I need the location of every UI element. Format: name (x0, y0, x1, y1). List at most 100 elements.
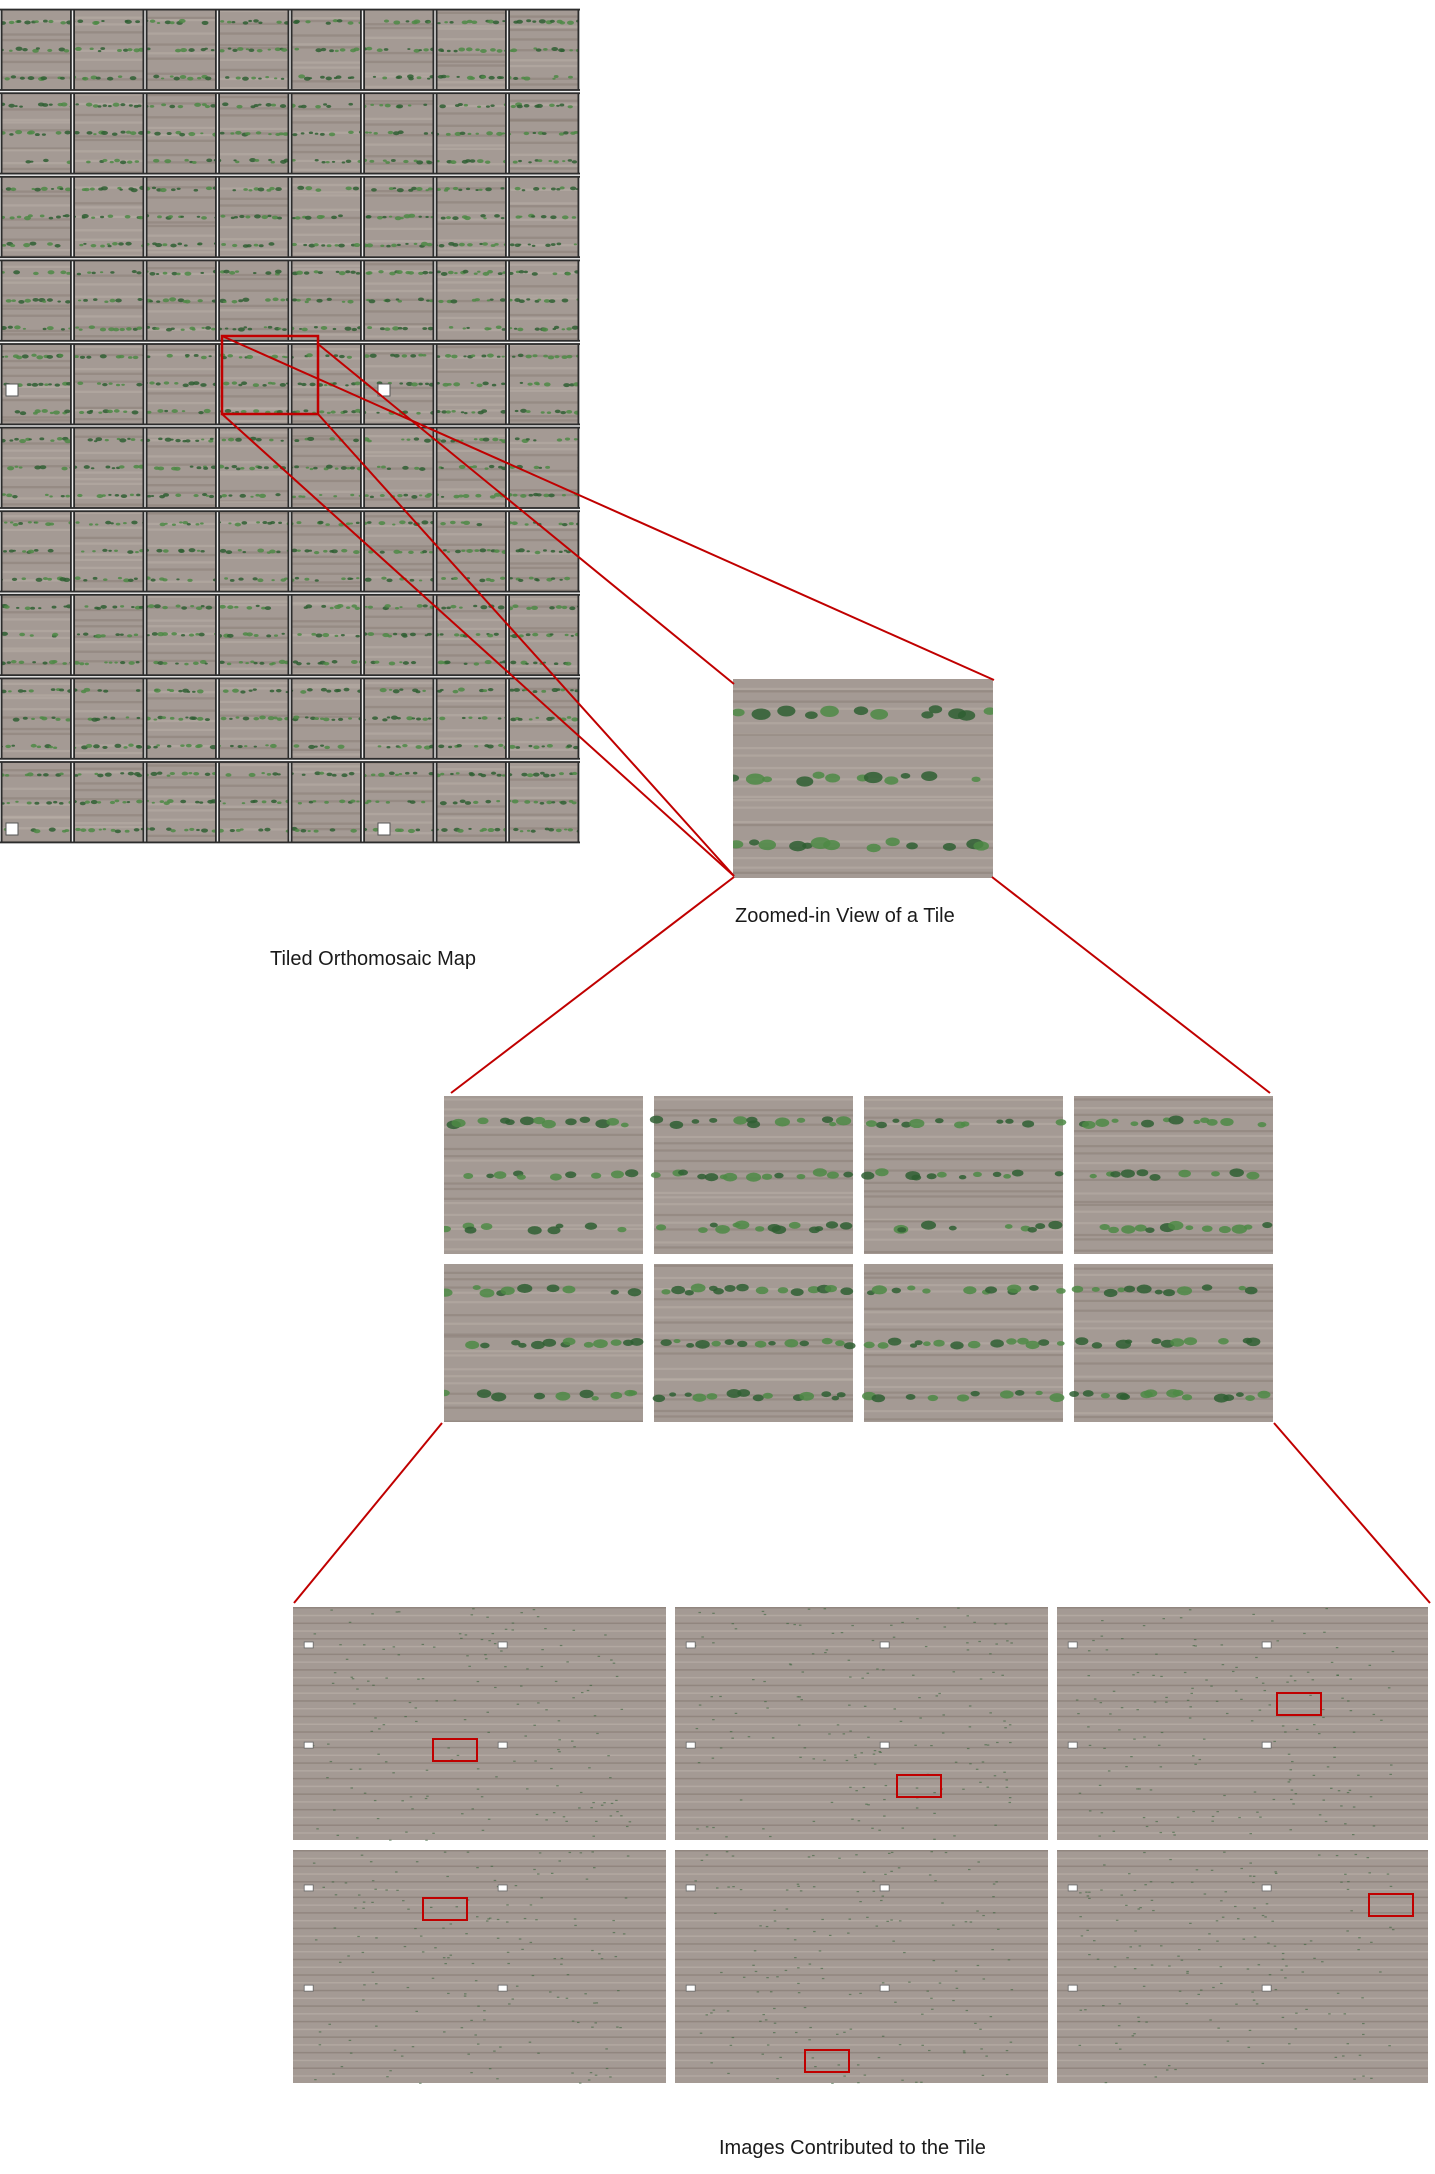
plant-mark (982, 2075, 985, 2076)
plant-mark (501, 1287, 515, 1295)
plant-mark (492, 1633, 495, 1634)
plant-mark (477, 1768, 480, 1769)
plant-mark (520, 494, 526, 498)
plant-mark (377, 1754, 380, 1755)
plant-mark (473, 1285, 481, 1290)
soil-stripe (73, 452, 146, 454)
plant-mark (201, 828, 208, 832)
plant-mark (922, 1289, 930, 1294)
plant-mark (1370, 1942, 1373, 1943)
plant-mark (30, 161, 34, 163)
soil-stripe (145, 776, 218, 778)
plant-mark (352, 328, 358, 331)
plant-mark (108, 382, 112, 385)
plant-mark (1137, 1672, 1140, 1673)
plant-mark (245, 662, 249, 664)
plant-mark (1103, 1748, 1106, 1749)
plant-mark (797, 1118, 805, 1123)
soil-stripe (654, 1136, 853, 1138)
plant-mark (1139, 1945, 1142, 1946)
soil-stripe (435, 479, 508, 481)
plant-mark (528, 745, 532, 747)
plant-mark (356, 800, 359, 802)
plant-mark (157, 215, 162, 218)
grid-line (0, 425, 580, 426)
plant-mark (444, 660, 450, 664)
plant-mark (353, 1703, 356, 1704)
plant-mark (162, 632, 168, 636)
plant-mark (1347, 1792, 1350, 1793)
plant-mark (1119, 2003, 1122, 2004)
plant-mark (591, 1173, 601, 1179)
plant-mark (864, 772, 883, 783)
plant-mark (1186, 2003, 1189, 2004)
zoomed-tile-svg (733, 679, 993, 878)
plant-mark (840, 1287, 853, 1295)
ortho-tile (0, 259, 73, 343)
plant-mark (918, 1697, 921, 1698)
plant-mark (372, 1685, 375, 1686)
plant-mark (43, 20, 48, 23)
plant-mark (930, 1998, 933, 1999)
plant-mark (563, 383, 570, 387)
plant-mark (315, 188, 321, 191)
plant-mark (235, 523, 241, 527)
plant-mark (1132, 1674, 1135, 1675)
plant-mark (428, 717, 432, 719)
plant-mark (220, 20, 224, 23)
soil-stripe (363, 455, 436, 457)
plant-mark (338, 523, 344, 526)
soil-stripe (363, 706, 436, 708)
soil-stripe (363, 52, 436, 54)
plant-mark (1126, 1957, 1129, 1958)
plant-mark (149, 300, 153, 302)
plant-mark (416, 690, 421, 693)
plant-mark (1238, 1817, 1241, 1818)
plant-mark (867, 844, 881, 852)
plant-mark (269, 439, 274, 442)
plant-mark (453, 187, 458, 190)
plant-mark (527, 383, 532, 386)
plant-mark (311, 633, 316, 636)
soil-stripe (435, 835, 508, 837)
plant-mark (89, 410, 93, 412)
plant-mark (458, 189, 462, 191)
soil-stripe (675, 1716, 1048, 1718)
soil-stripe (675, 1739, 1048, 1741)
plant-mark (205, 326, 211, 330)
plant-mark (1076, 1699, 1079, 1700)
plant-mark (48, 549, 54, 553)
soil-stripe (508, 202, 581, 204)
plant-mark (254, 662, 258, 664)
soil-stripe (290, 544, 363, 546)
plant-mark (611, 1171, 624, 1179)
plant-mark (464, 663, 468, 665)
plant-mark (863, 1787, 866, 1788)
plant-mark (9, 50, 13, 52)
plant-mark (440, 467, 443, 469)
soil-stripe (73, 315, 146, 317)
soil-stripe (290, 642, 363, 644)
plant-mark (47, 578, 52, 581)
plant-mark (535, 328, 540, 331)
plant-mark (464, 216, 471, 220)
plant-mark (192, 328, 196, 330)
plant-mark (1088, 1898, 1091, 1899)
plant-mark (841, 1632, 844, 1633)
plant-mark (122, 801, 126, 804)
ortho-tile (360, 510, 436, 594)
plant-mark (942, 1732, 945, 1733)
plant-mark (467, 1852, 470, 1853)
plant-mark (535, 1919, 538, 1920)
plant-mark (1255, 1677, 1258, 1678)
plant-mark (178, 690, 182, 692)
plant-mark (401, 439, 404, 441)
grid-line (0, 676, 580, 677)
soil-stripe (435, 644, 508, 646)
plant-mark (268, 242, 274, 246)
plant-mark (440, 633, 444, 635)
plant-mark (64, 131, 70, 135)
plant-mark (512, 1998, 515, 1999)
soil-stripe (290, 697, 363, 699)
soil-stripe (363, 335, 436, 337)
